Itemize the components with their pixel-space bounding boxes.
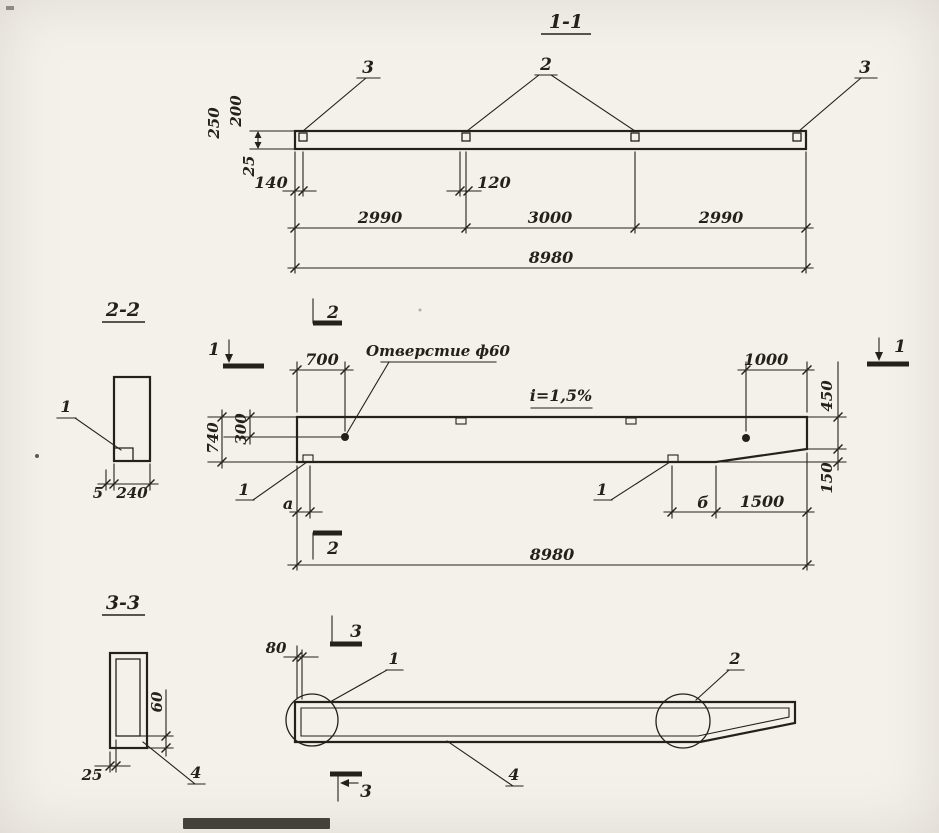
cut-mark-2-top: 2 [312,298,342,326]
dim-1000: 1000 [744,350,789,369]
cut-mark-2-bottom: 2 [312,530,342,560]
dim-150: 150 [818,462,836,494]
detail-2-leader [695,669,745,701]
dimension-lines [207,361,847,571]
dim-1500: 1500 [740,492,785,511]
callout-4-leader [142,741,206,785]
callout-4: 4 [190,763,201,782]
top-view-section-1-1: 1-1 3 2 3 200 250 25 [205,11,878,274]
embed-plate-marks [302,417,679,463]
cut-label-3-top: 3 [350,622,362,642]
section-title-3-3: 3-3 [106,592,140,614]
dim-300: 300 [232,413,250,445]
detail-1-leader [329,669,404,703]
beam-plan-outline [295,415,809,464]
cut-mark-3-top: 3 [330,615,362,647]
dim-5: 5 [93,484,103,502]
callout-1: 1 [60,397,71,416]
channel-side-outer [293,700,797,744]
callout-4-elev: 4 [508,765,519,784]
dimension-lines [94,689,174,773]
beam-outline [293,129,808,151]
cut-label-1-right: 1 [894,337,906,357]
dim-140: 140 [254,173,287,192]
dim-span-right: 2990 [698,208,744,227]
cut-label-1-left: 1 [208,340,220,360]
callout-3-left: 3 [362,58,374,78]
embed-plates [298,132,802,142]
detail-circle-1 [285,693,339,747]
callout-leader [56,417,122,451]
channel-side-inner [300,707,790,737]
dim-250: 250 [205,107,223,140]
channel-outer [108,651,149,750]
dim-25: 25 [240,156,258,178]
dim-80-lines [283,645,319,700]
dim-var-a: а [283,494,293,513]
dim-200: 200 [227,95,245,128]
dim-25: 25 [81,766,103,784]
dim-120: 120 [477,173,510,192]
callout-4-elev-leader [446,740,524,787]
hole-right [742,434,750,442]
dim-span-mid: 3000 [528,208,573,227]
dim-total: 8980 [528,248,574,267]
callout-leaders [302,74,878,132]
cut-mark-1-right: 1 [867,337,909,367]
cut-label-2-top: 2 [326,303,339,323]
plan-view: 2 2 1 1 Отверстие [204,298,909,571]
height-arrows [254,131,262,149]
dimension-lines [97,463,159,491]
dim-450: 450 [818,380,836,412]
section-title-2-2: 2-2 [105,299,140,321]
cut-mark-3-bottom: 3 [330,771,372,802]
dim-var-b: б [697,493,709,512]
dim-60: 60 [148,691,166,712]
detail-label-2: 2 [728,649,740,668]
channel-inner [115,658,141,737]
scan-artifacts [6,6,422,829]
detail-label-1: 1 [388,649,399,668]
callout-1-left: 1 [238,480,249,499]
dim-240: 240 [115,484,148,502]
dim-80: 80 [266,639,287,657]
cut-label-2-bottom: 2 [326,539,339,559]
dim-ticks [104,730,172,772]
slope-note: i=1,5% [530,386,593,405]
dim-740: 740 [204,422,222,454]
dim-span-left: 2990 [357,208,403,227]
section-3-3: 3-3 60 25 4 [81,592,206,785]
bottom-elevation-view: 3 3 80 1 2 4 [266,615,797,802]
dim-total-plan: 8980 [529,545,575,564]
section-2-2-outline [112,375,152,463]
view-title-1-1: 1-1 [549,11,583,33]
callout-1-left-leader [235,461,308,501]
cut-label-3-bottom: 3 [360,782,372,802]
hole-note-leader [346,361,497,434]
dim-700: 700 [305,350,338,369]
embed-angle-1 [114,447,134,461]
section-2-2: 2-2 1 5 240 [56,299,159,502]
hole-note: Отверстие ф60 [366,342,510,360]
cut-mark-1-left: 1 [208,339,264,369]
callout-2-mid: 2 [539,55,552,75]
callout-3-right: 3 [859,58,871,78]
detail-circle-2 [655,693,711,749]
callout-1-right-leader [593,461,671,501]
callout-1-right: 1 [596,480,607,499]
